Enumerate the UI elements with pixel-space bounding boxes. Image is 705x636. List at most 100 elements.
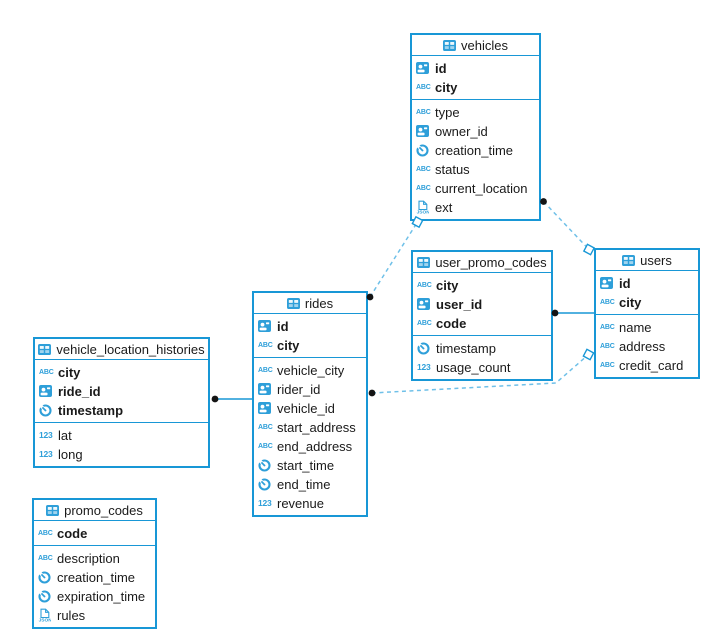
column-name: ride_id (58, 383, 101, 399)
column-name: id (277, 318, 289, 334)
id-badge-icon (600, 277, 619, 289)
column-row-code[interactable]: ABC code (34, 524, 155, 543)
column-row-address[interactable]: ABC address (596, 337, 698, 356)
column-name: timestamp (58, 402, 124, 418)
number-123-icon: 123 (39, 430, 53, 440)
column-row-vehicle_id[interactable]: vehicle_id (254, 399, 366, 418)
column-row-owner_id[interactable]: owner_id (412, 122, 539, 141)
abc-text-icon: ABC (38, 529, 53, 537)
table-header[interactable]: user_promo_codes (413, 252, 551, 273)
number-123-icon: 123 (417, 362, 431, 372)
abc-text-icon: ABC (416, 83, 431, 91)
column-name: address (619, 338, 666, 354)
relationship-vehicles-to-users[interactable] (540, 198, 596, 256)
clock-icon (416, 143, 435, 157)
table-title: users (640, 252, 672, 268)
column-name: code (57, 525, 88, 541)
json-doc-icon: JSON (38, 608, 57, 622)
column-row-revenue[interactable]: 123 revenue (254, 494, 366, 513)
number-123-icon: 123 (258, 498, 272, 508)
column-row-start_time[interactable]: start_time (254, 456, 366, 475)
column-name: usage_count (436, 359, 511, 375)
column-name: rules (57, 607, 86, 623)
table-header[interactable]: promo_codes (34, 500, 155, 521)
relationship-vehicle_location_histories-to-rides[interactable] (211, 395, 252, 403)
abc-text-icon: ABC (600, 342, 615, 350)
relationship-user_promo_codes-to-users[interactable] (551, 309, 594, 317)
column-row-id[interactable]: id (596, 274, 698, 293)
table-header[interactable]: vehicles (412, 35, 539, 56)
column-name: city (58, 364, 81, 380)
column-row-rider_id[interactable]: rider_id (254, 380, 366, 399)
column-row-usage_count[interactable]: 123 usage_count (413, 358, 551, 377)
column-row-city[interactable]: ABC city (412, 78, 539, 97)
column-row-creation_time[interactable]: creation_time (34, 568, 155, 587)
column-name: vehicle_id (277, 400, 335, 416)
column-row-timestamp[interactable]: timestamp (413, 339, 551, 358)
column-row-end_time[interactable]: end_time (254, 475, 366, 494)
column-row-timestamp[interactable]: timestamp (35, 401, 208, 420)
table-icon (622, 254, 636, 266)
column-name: current_location (435, 180, 528, 196)
abc-text-icon: ABC (417, 319, 432, 327)
id-badge-icon (39, 385, 58, 397)
column-name: description (57, 550, 120, 566)
column-row-creation_time[interactable]: creation_time (412, 141, 539, 160)
table-header[interactable]: users (596, 250, 698, 271)
abc-text-icon: ABC (416, 108, 431, 116)
table-header[interactable]: rides (254, 293, 366, 314)
column-name: owner_id (435, 123, 488, 139)
table-title: rides (304, 295, 334, 311)
abc-text-icon: ABC (417, 281, 432, 289)
column-row-city[interactable]: ABC city (35, 363, 208, 382)
table-icon (417, 256, 431, 268)
column-row-id[interactable]: id (412, 59, 539, 78)
table-icon (286, 297, 300, 309)
abc-text-icon: ABC (39, 368, 54, 376)
table-header[interactable]: vehicle_location_histories (35, 339, 208, 360)
relationship-line[interactable] (371, 353, 589, 394)
id-badge-icon (416, 62, 435, 74)
primary-key-section: ABC city ride_id timestamp (35, 360, 208, 423)
column-name: start_address (277, 419, 356, 435)
column-row-expiration_time[interactable]: expiration_time (34, 587, 155, 606)
column-name: long (58, 446, 83, 462)
abc-text-icon: ABC (416, 184, 431, 192)
column-row-current_location[interactable]: ABC current_location (412, 179, 539, 198)
column-row-ride_id[interactable]: ride_id (35, 382, 208, 401)
column-row-id[interactable]: id (254, 317, 366, 336)
column-name: revenue (277, 495, 324, 511)
column-row-user_id[interactable]: user_id (413, 295, 551, 314)
abc-text-icon: ABC (258, 341, 273, 349)
column-name: end_address (277, 438, 353, 454)
id-badge-icon (417, 298, 436, 310)
column-name: name (619, 319, 652, 335)
column-name: city (435, 79, 458, 95)
relationship-line[interactable] (542, 200, 590, 251)
